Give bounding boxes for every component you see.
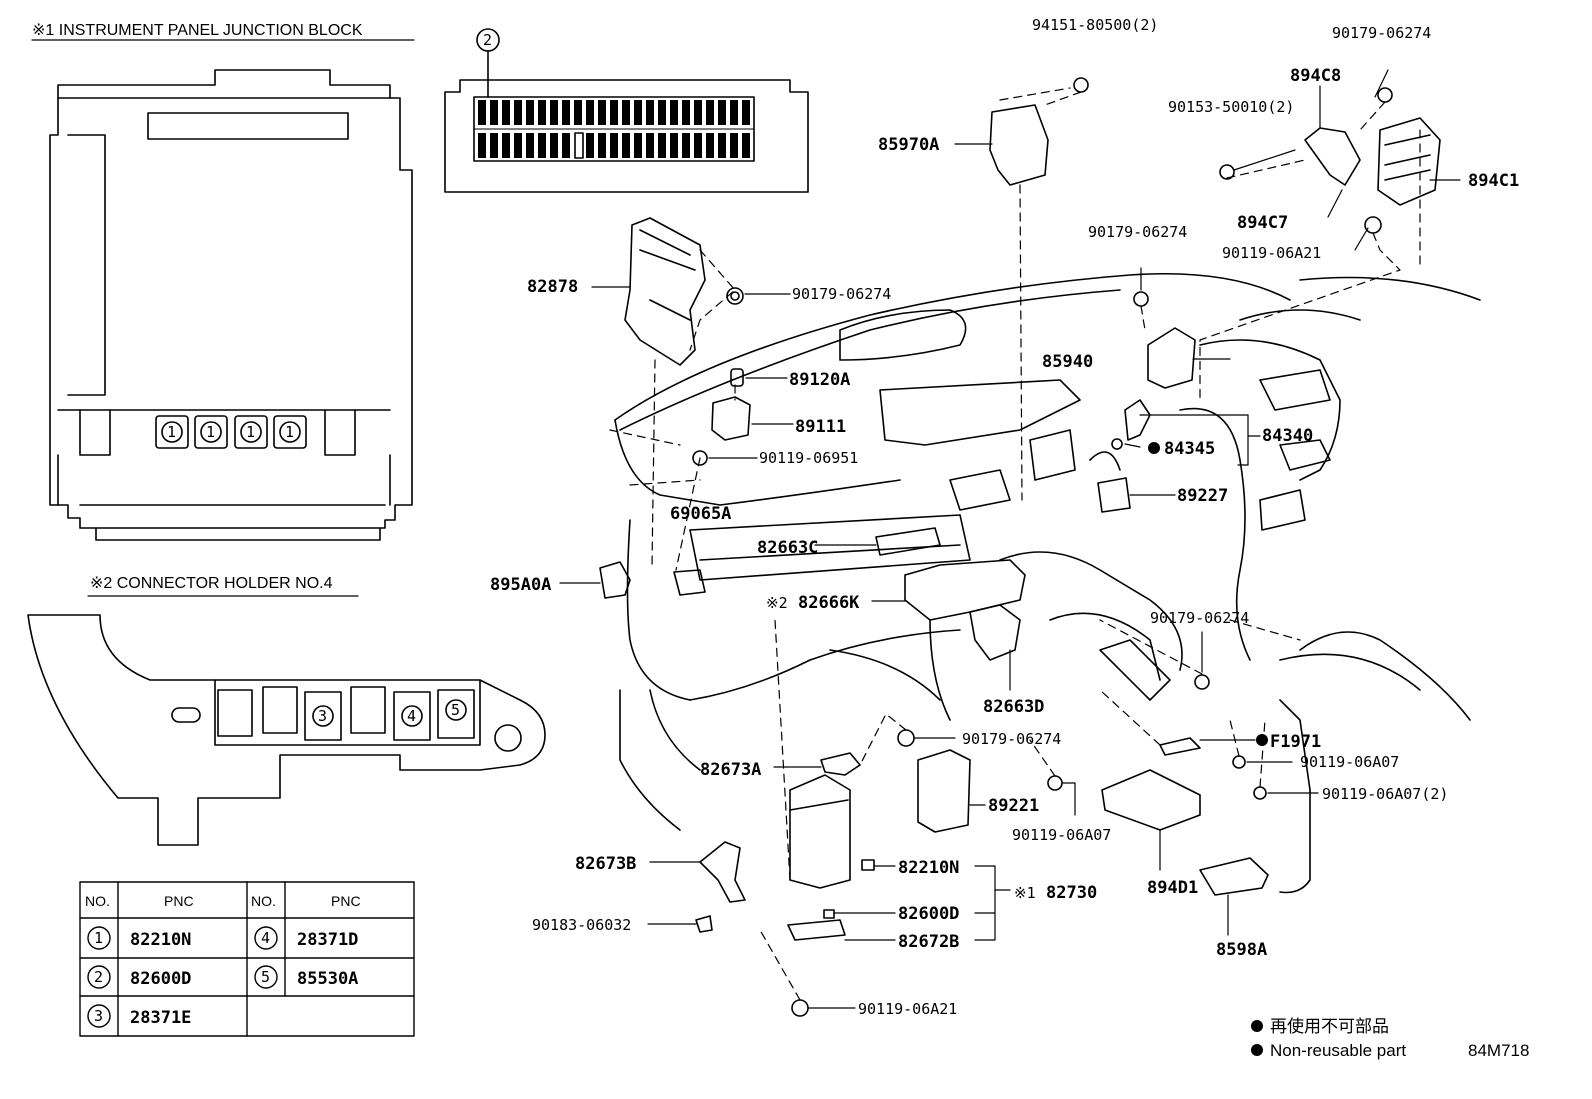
part-label: 82210N bbox=[898, 858, 959, 878]
part-label: 90119-06A07(2) bbox=[1322, 785, 1448, 803]
table-cell-pnc: 28371D bbox=[297, 930, 358, 950]
table-header-no: NO. bbox=[251, 893, 276, 909]
part-label: 82666K bbox=[798, 593, 860, 613]
junction-block-title: ※1 INSTRUMENT PANEL JUNCTION BLOCK bbox=[32, 22, 363, 39]
part-label: 94151-80500(2) bbox=[1032, 16, 1158, 34]
legend-dot bbox=[1251, 1044, 1263, 1056]
dashed-lines bbox=[609, 87, 1421, 1001]
table-cell-pnc: 82600D bbox=[130, 969, 191, 989]
table-header-pnc: PNC bbox=[331, 893, 361, 909]
table-cell-pnc: 82210N bbox=[130, 930, 191, 950]
part-label: 90119-06A07 bbox=[1012, 826, 1111, 844]
table-cell-no: 5 bbox=[261, 968, 270, 986]
table-cell-pnc: 28371E bbox=[130, 1008, 191, 1028]
part-label: 90153-50010(2) bbox=[1168, 98, 1294, 116]
part-label: 894C7 bbox=[1237, 213, 1288, 233]
part-label: 89111 bbox=[795, 417, 846, 437]
table-header-pnc: PNC bbox=[164, 893, 194, 909]
part-label: ※2 bbox=[766, 594, 788, 612]
part-label: 82663C bbox=[757, 538, 818, 558]
circle-label: 1 bbox=[206, 423, 215, 441]
table-cell-no: 2 bbox=[94, 968, 103, 986]
components bbox=[599, 77, 1441, 1017]
connector-holder-drawing bbox=[27, 595, 546, 846]
part-label: 69065A bbox=[670, 504, 731, 524]
part-label: 84345 bbox=[1164, 439, 1215, 459]
diagram-ref: 84M718 bbox=[1468, 1041, 1529, 1060]
part-label: 82673B bbox=[575, 854, 636, 874]
junction-block-drawing bbox=[49, 69, 413, 541]
connector-strip-drawing bbox=[444, 28, 809, 193]
part-label: 82672B bbox=[898, 932, 959, 952]
circle-label: 1 bbox=[285, 423, 294, 441]
part-label: 894C8 bbox=[1290, 66, 1341, 86]
part-label: 90179-06274 bbox=[1150, 609, 1249, 627]
instrument-panel-drawing bbox=[614, 272, 1481, 894]
part-label: 82673A bbox=[700, 760, 761, 780]
non-reusable-dot bbox=[1256, 734, 1268, 746]
part-label: 82730 bbox=[1046, 883, 1097, 903]
non-reusable-dot bbox=[1148, 442, 1160, 454]
part-label: 90179-06274 bbox=[962, 730, 1061, 748]
table-cell-no: 1 bbox=[94, 929, 103, 947]
part-label: 85970A bbox=[878, 135, 939, 155]
circle-label: 3 bbox=[318, 707, 327, 725]
part-label: 84340 bbox=[1262, 426, 1313, 446]
circle-label: 2 bbox=[483, 31, 492, 49]
part-label: 82600D bbox=[898, 904, 959, 924]
part-label: 894D1 bbox=[1147, 878, 1198, 898]
circle-label: 1 bbox=[167, 423, 176, 441]
connector-holder-title: ※2 CONNECTOR HOLDER NO.4 bbox=[90, 575, 333, 592]
part-label: 90179-06274 bbox=[1332, 24, 1431, 42]
circle-label: 1 bbox=[246, 423, 255, 441]
leader-lines bbox=[559, 69, 1461, 1009]
part-label: 90179-06274 bbox=[792, 285, 891, 303]
part-label: 90119-06A21 bbox=[858, 1000, 957, 1018]
table-cell-no: 4 bbox=[261, 929, 270, 947]
circle-label: 4 bbox=[407, 707, 416, 725]
table-cell-pnc: 85530A bbox=[297, 969, 358, 989]
part-label: 895A0A bbox=[490, 575, 551, 595]
part-label: F1971 bbox=[1270, 732, 1321, 752]
circle-label: 5 bbox=[451, 701, 460, 719]
table-header-no: NO. bbox=[85, 893, 110, 909]
part-label: 89120A bbox=[789, 370, 850, 390]
part-label: 82663D bbox=[983, 697, 1044, 717]
part-label: 90179-06274 bbox=[1088, 223, 1187, 241]
table-cell-no: 3 bbox=[94, 1007, 103, 1025]
part-label: 89221 bbox=[988, 796, 1039, 816]
part-label: 90119-06A21 bbox=[1222, 244, 1321, 262]
part-label: 8598A bbox=[1216, 940, 1267, 960]
part-label: 894C1 bbox=[1468, 171, 1519, 191]
text-layer: ※1 INSTRUMENT PANEL JUNCTION BLOCK ※2 CO… bbox=[32, 16, 1529, 1060]
part-label: 82878 bbox=[527, 277, 578, 297]
legend-dot bbox=[1251, 1020, 1263, 1032]
part-label: 90119-06A07 bbox=[1300, 753, 1399, 771]
legend-jp: 再使用不可部品 bbox=[1270, 1016, 1389, 1036]
part-label: 89227 bbox=[1177, 486, 1228, 506]
part-label: 90183-06032 bbox=[532, 916, 631, 934]
part-label: ※1 bbox=[1014, 884, 1036, 902]
pnc-table bbox=[79, 881, 415, 1037]
part-label: 85940 bbox=[1042, 352, 1093, 372]
part-label: 90119-06951 bbox=[759, 449, 858, 467]
legend-en: Non-reusable part bbox=[1270, 1041, 1406, 1060]
